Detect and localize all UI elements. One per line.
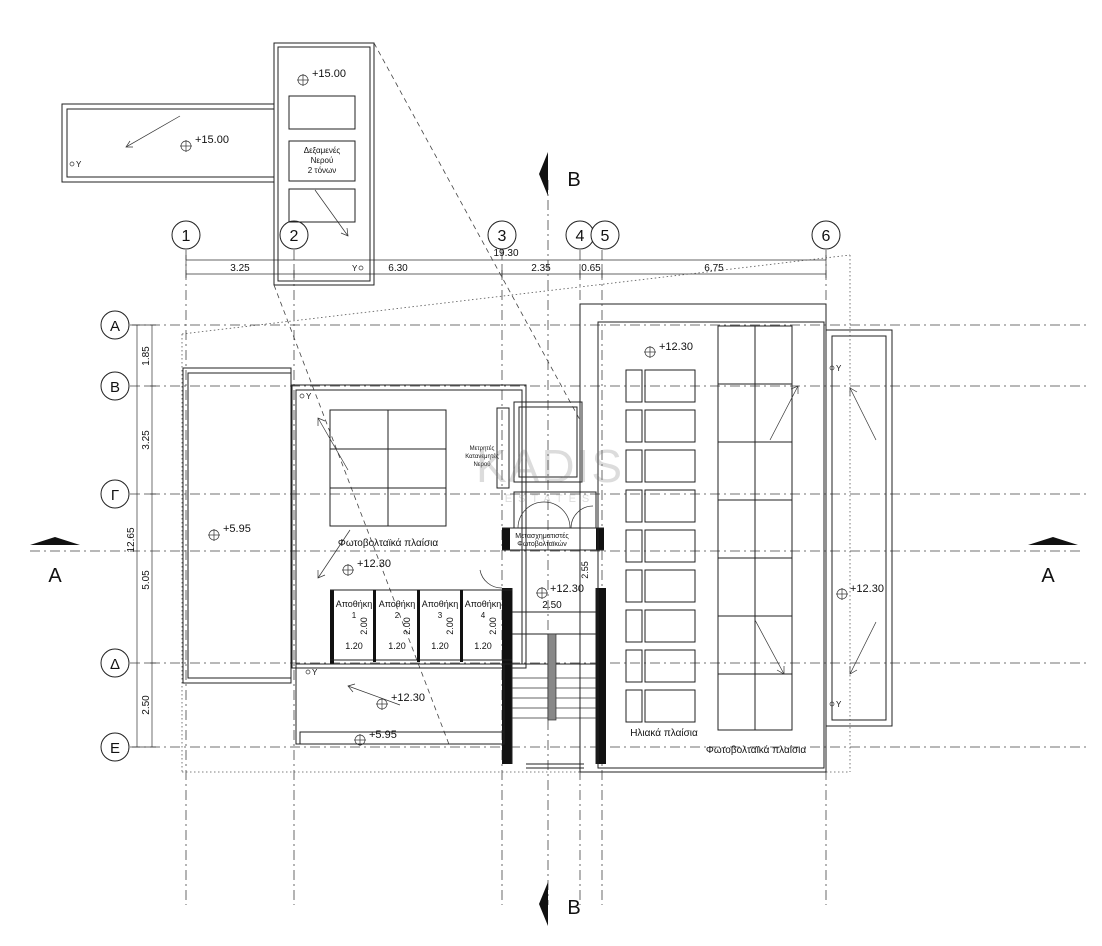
water-meters-label-1: Μετρητές: [470, 445, 495, 452]
dim-left-total: 12.65: [126, 527, 137, 552]
drain-roof-top: Y: [352, 264, 358, 273]
dim-left-3: 5.05: [141, 570, 152, 590]
storage-4-label: Αποθήκη: [465, 599, 502, 609]
level-bottom-lower: +5.95: [369, 729, 397, 741]
core-shaft: Μετασχηματιστές Φωτοβολταϊκών 2.55 +12.3…: [479, 401, 606, 769]
grid-row-a: Α: [110, 318, 120, 335]
storage-1-width: 1.20: [345, 641, 363, 651]
grid-col-5: 5: [601, 228, 610, 245]
solar-panels-label: Ηλιακά πλαίσια: [630, 727, 698, 739]
storage-2-num: 2: [395, 611, 400, 620]
level-terrace-left: +5.95: [223, 523, 251, 535]
section-b-bottom: Β: [567, 897, 580, 919]
grid-col-1: 1: [182, 228, 191, 245]
dim-left-2: 3.25: [141, 430, 152, 450]
water-tanks-label-3: 2 τόνων: [308, 166, 337, 175]
storage-2-width: 1.20: [388, 641, 406, 651]
upper-roof: +15.00 +15.00 Δεξαμενές Νερού 2 τόνων Y …: [61, 42, 375, 286]
pv-array-right: [717, 325, 799, 731]
storage-3-depth: 2.00: [445, 617, 455, 635]
drain-central: Y: [306, 392, 312, 401]
grid-row-e: Ε: [110, 740, 120, 757]
level-terrace-center: +12.30: [357, 558, 391, 570]
storage-1-num: 1: [352, 611, 357, 620]
inverters-label-1: Μετασχηματιστές: [515, 532, 569, 540]
level-right-strip: +12.30: [850, 583, 884, 595]
pv-panels-right-label: Φωτοβολταϊκά πλαίσια: [706, 744, 807, 756]
dim-left-1: 1.85: [141, 346, 152, 366]
drain-roof-left: Y: [76, 160, 82, 169]
section-a-right: Α: [1041, 565, 1055, 587]
storage-rooms: Αποθήκη 1 2.00 1.20 Αποθήκη 2 2.00 1.20 …: [330, 589, 512, 665]
drain-right-top: Y: [836, 364, 842, 373]
dim-top-5: 6.75: [704, 263, 724, 274]
storage-4-width: 1.20: [474, 641, 492, 651]
right-strip: Y Y +12.30: [825, 329, 893, 727]
level-roof-left: +15.00: [195, 134, 229, 146]
water-meters-label-3: Νερού: [473, 462, 490, 468]
storage-2-label: Αποθήκη: [379, 599, 416, 609]
water-tanks-label-1: Δεξαμενές: [304, 146, 341, 155]
watermark-logo: KADIS: [476, 440, 624, 492]
section-b-top: Β: [567, 169, 580, 191]
section-a-left: Α: [48, 565, 62, 587]
inverters-label-2: Φωτοβολταϊκών: [517, 540, 567, 548]
top-dimensions: 19.30 3.25 6.30 2.35 0.65 6.75: [185, 248, 827, 278]
storage-3-width: 1.20: [431, 641, 449, 651]
storage-2-depth: 2.00: [402, 617, 412, 635]
grid-col-3: 3: [498, 228, 507, 245]
grid-row-bubbles: Α Β Γ Δ Ε: [100, 310, 130, 762]
dim-top-3: 2.35: [531, 263, 551, 274]
grid-row-b: Β: [110, 379, 120, 396]
level-stair: +12.30: [550, 583, 584, 595]
grid-col-6: 6: [822, 228, 831, 245]
right-roof: +12.30 Ηλιακά πλαίσια: [579, 303, 827, 773]
watermark-sub: ESTATES: [505, 493, 596, 505]
storage-4-num: 4: [481, 611, 486, 620]
grid-row-g: Γ: [111, 487, 119, 504]
grid-row-d: Δ: [110, 656, 120, 673]
level-roof-top: +15.00: [312, 68, 346, 80]
solar-collectors: [625, 369, 696, 723]
stair-width-label: 2.50: [542, 600, 562, 611]
grid-column-bubbles: 1 2 3 4 5 6: [171, 220, 841, 250]
storage-3-num: 3: [438, 611, 443, 620]
level-bottom-terrace: +12.30: [391, 692, 425, 704]
dim-top-1: 3.25: [230, 263, 250, 274]
dim-top-2: 6.30: [388, 263, 408, 274]
water-meters-label-2: Κατανεμητές: [465, 453, 499, 460]
dim-left-4: 2.50: [141, 695, 152, 715]
left-dimensions: 1.85 3.25 12.65 5.05 2.50: [126, 324, 156, 748]
drain-bottom: Y: [312, 668, 318, 677]
grid-col-4: 4: [576, 228, 585, 245]
storage-1-depth: 2.00: [359, 617, 369, 635]
bottom-terrace: Y +12.30 +5.95: [295, 663, 505, 746]
dim-total-width: 19.30: [493, 248, 518, 259]
water-tanks-label-2: Νερού: [311, 156, 334, 165]
storage-4-depth: 2.00: [488, 617, 498, 635]
grid-col-2: 2: [290, 228, 299, 245]
storage-1-label: Αποθήκη: [336, 599, 373, 609]
left-terrace: +5.95: [182, 367, 292, 684]
drain-right-bottom: Y: [836, 700, 842, 709]
pv-panels-center-label: Φωτοβολταϊκά πλαίσια: [338, 537, 439, 549]
dim-top-4: 0.65: [581, 263, 601, 274]
section-marks: Α Α Β Β: [30, 152, 1078, 926]
stair-dim-label: 2.55: [580, 561, 590, 579]
level-right-panels: +12.30: [659, 341, 693, 353]
watermark: KADIS ESTATES: [476, 440, 624, 505]
storage-3-label: Αποθήκη: [422, 599, 459, 609]
